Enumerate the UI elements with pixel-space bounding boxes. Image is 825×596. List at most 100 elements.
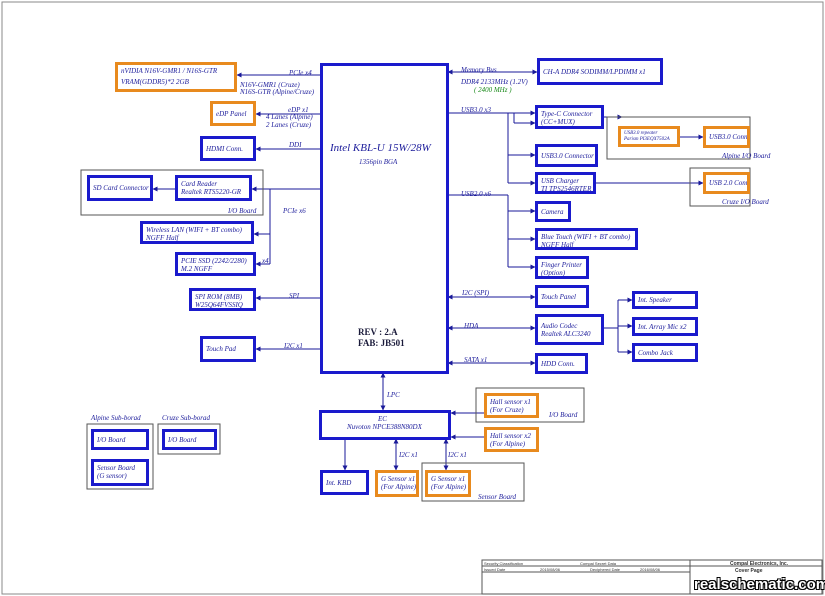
pcie-ssd: PCIE SSD (2242/2280) M.2 NGFF [175,252,256,276]
audio-codec-chip: Realtek ALC3240 [541,330,591,338]
hdmi-connector: HDMI Conn. [200,136,256,161]
tb-deciphered: Deciphered Date [590,567,621,572]
tb-classification: Security Classification [484,561,524,566]
gsensor1-variant: (For Alpine) [381,483,417,491]
spi-rom: SPI ROM (8MB) W25Q64FVSSIQ [189,288,256,311]
ec-title: EC [378,415,387,423]
spi-label: SPI [289,292,300,300]
hall2-title: Hall sensor x2 [490,432,531,440]
usb-redriver: USB3.0 repeater Parism PI3EQX7502A [618,126,680,147]
usb3-bus-label: USB3.0 x3 [461,106,491,114]
redriver-chip: Parism PI3EQX7502A [624,137,670,142]
memory-bus-label: Memory Bus [461,66,497,74]
usb20-connector: USB 2.0 Connector [703,172,750,194]
usb30-connector-alpine: USB3.0 Connector [703,126,750,148]
usb-charger: USB Charger TI TPS2546RTER [535,172,596,194]
audio-codec-title: Audio Codec [541,322,578,330]
gsensor2-bus-label: I2C x1 [448,451,467,459]
card-reader-chip: Realtek RTS5220-GR [181,188,242,196]
legend-sensor-sub: (G sensor) [97,472,127,480]
tb-secret: Compal Secret Data [580,561,617,566]
usb-charger-title: USB Charger [541,177,580,185]
io-board-ec-label: I/O Board [549,411,578,419]
gpu-name: nVIDIA N16V-GMR1 / N16S-GTR [121,67,218,75]
tb-deciphered-date: 2016/08/06 [640,567,661,572]
edp-lanes-alpine: 4 Lanes (Alpine) [266,113,313,121]
gsensor2-variant: (For Alpine) [431,483,467,491]
touch-panel: Touch Panel [535,285,589,308]
legend-sensor-title: Sensor Board [97,464,136,472]
tb-sheet: Cover Page [735,568,763,574]
tb-issued: Issued Date [484,567,506,572]
embedded-controller: EC Nuvoton NPCE388N80DX [319,410,451,440]
card-reader-title: Card Reader [181,180,218,188]
edp-panel: eDP Panel [210,101,256,126]
hall1-title: Hall sensor x1 [490,398,531,406]
g-sensor-1: G Sensor x1 (For Alpine) [375,470,419,497]
combo-jack: Combo Jack [632,343,698,362]
wlan-title: Wireless LAN (WIFI + BT combo) [146,226,242,234]
hall2-variant: (For Alpine) [490,440,526,448]
usb2-bus-label: USB2.0 x6 [461,190,491,198]
audio-codec: Audio Codec Realtek ALC3240 [535,314,604,345]
rev-text: REV : 2.A [358,327,398,337]
cpu-package: 1356pin BGA [359,158,398,166]
internal-array-mic: Int. Array Mic x2 [632,317,698,336]
gpu-vram: VRAM(GDDR5)*2 2GB [121,78,189,86]
sata-label: SATA x1 [464,356,488,364]
legend-alpine-title: Alpine Sub-borad [91,414,141,422]
io-board-left-label: I/O Board [228,207,257,215]
hall1-variant: (For Cruze) [490,406,524,414]
legend-cruze-io: I/O Board [162,429,217,450]
type-c-sub: (CC+MUX) [541,118,575,126]
camera: Camera [535,201,571,222]
type-c-connector: Type-C Connector (CC+MUX) [535,105,604,129]
gpu-note-1: N16V-GMR1 (Cruze) [240,81,300,89]
alpine-io-label: Alpine I/O Board [722,152,771,160]
bluetooth-module: Blue Touch (WIFI + BT combo) NGFF Half [535,228,638,250]
cruze-io-label: Cruze I/O Board [722,198,769,206]
gsensor2-title: G Sensor x1 [431,475,466,483]
type-c-title: Type-C Connector [541,110,593,118]
hdd-connector: HDD Conn. [535,353,588,374]
watermark: realschematic.com [694,576,825,593]
edp-bus-label: eDP x1 [288,106,309,114]
ssd-title: PCIE SSD (2242/2280) [181,257,247,265]
fab-text: FAB: JB501 [358,338,405,348]
ssd-form: M.2 NGFF [181,265,213,273]
wlan-form: NGFF Half [146,234,179,242]
bt-title: Blue Touch (WIFI + BT combo) [541,233,631,241]
finger-title: Finger Printer [541,261,583,269]
card-reader: Card Reader Realtek RTS5220-GR [175,175,252,201]
spi-rom-title: SPI ROM (8MB) [195,293,243,301]
cpu-block [320,63,449,374]
redriver-title: USB3.0 repeater [624,131,658,136]
bt-form: NGFF Half [541,241,574,249]
internal-keyboard: Int. KBD [320,470,369,495]
memory-speed: DDR4 2133MHz (1.2V) [461,78,528,86]
ssd-bus-label: x4 [262,257,269,265]
legend-cruze-title: Cruze Sub-borad [162,414,211,422]
pcie-x6-label: PCIe x6 [283,207,306,215]
ddi-label: DDI [289,141,302,149]
gsensor1-title: G Sensor x1 [381,475,416,483]
pcie-x4-label: PCIe x4 [289,69,312,77]
ec-chip: Nuvoton NPCE388N80DX [347,423,422,431]
gsensor1-bus-label: I2C x1 [399,451,418,459]
cpu-title: Intel KBL-U 15W/28W [330,142,431,154]
hall-sensor-alpine: Hall sensor x2 (For Alpine) [484,427,539,452]
finger-option: (Option) [541,269,566,277]
lpc-label: LPC [387,391,400,399]
wireless-lan: Wireless LAN (WIFI + BT combo) NGFF Half [140,221,254,244]
spi-rom-part: W25Q64FVSSIQ [195,301,243,309]
legend-alpine-io: I/O Board [91,429,149,450]
gpu-block: nVIDIA N16V-GMR1 / N16S-GTR VRAM(GDDR5)*… [115,62,237,92]
usb-charger-chip: TI TPS2546RTER [541,185,592,193]
touchpad-bus-label: I2C x1 [284,342,303,350]
hall-sensor-cruze: Hall sensor x1 (For Cruze) [484,393,539,418]
touch-pad: Touch Pad [200,336,256,362]
usb30-connector: USB3.0 Connector [535,144,598,167]
memory-speed-alt: ( 2400 MHz ) [474,86,512,94]
